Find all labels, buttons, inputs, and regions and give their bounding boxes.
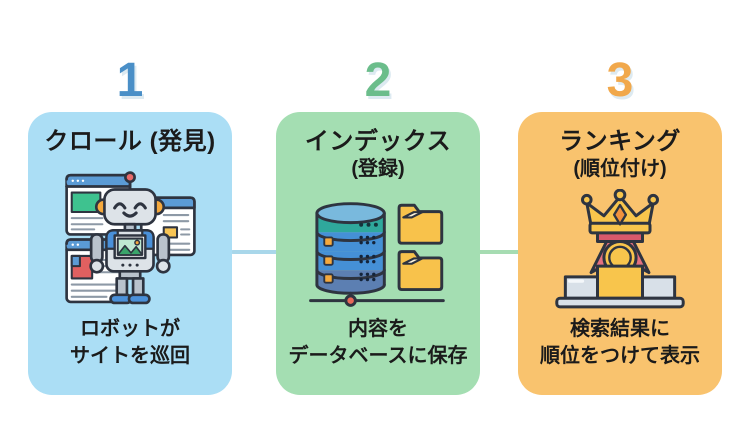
database-icon bbox=[309, 202, 445, 307]
card-index-title: インデックス bbox=[304, 128, 452, 155]
step-number-2: 2 bbox=[364, 54, 392, 107]
card-index-desc-line1: 内容を bbox=[348, 317, 408, 340]
card-crawl-icon-area bbox=[34, 157, 226, 316]
card-index: インデックス (登録) bbox=[276, 112, 480, 395]
card-ranking: ランキング (順位付け) bbox=[518, 112, 722, 395]
card-index-icon-area bbox=[282, 182, 474, 316]
card-index-desc-line2: データベースに保存 bbox=[288, 345, 468, 368]
card-ranking-title: ランキング bbox=[559, 128, 681, 155]
crown-podium-icon bbox=[555, 188, 685, 309]
card-index-description: 内容を データベースに保存 bbox=[289, 316, 468, 371]
step-number-3: 3 bbox=[606, 54, 634, 107]
connector-index-to-ranking bbox=[478, 250, 522, 254]
connector-crawl-to-index bbox=[231, 250, 279, 254]
card-ranking-icon-area bbox=[524, 182, 716, 316]
card-crawl: クロール (発見) bbox=[28, 112, 232, 395]
card-ranking-description: 検索結果に 順位をつけて表示 bbox=[540, 316, 700, 371]
card-ranking-desc-line2: 順位をつけて表示 bbox=[540, 345, 700, 368]
robot-crawler-icon bbox=[65, 171, 196, 305]
card-crawl-description: ロボットが サイトを巡回 bbox=[70, 316, 190, 371]
card-ranking-subtitle: (順位付け) bbox=[573, 157, 667, 180]
card-index-subtitle: (登録) bbox=[351, 157, 405, 180]
step-crawl: 1 クロール (発見) bbox=[28, 56, 232, 395]
step-ranking: 3 ランキング (順位付け) bbox=[518, 56, 722, 395]
card-crawl-desc-line1: ロボットが bbox=[80, 317, 180, 340]
card-crawl-desc-line2: サイトを巡回 bbox=[70, 345, 190, 368]
card-ranking-desc-line1: 検索結果に bbox=[570, 317, 670, 340]
step-index: 2 インデックス (登録) bbox=[276, 56, 480, 395]
step-number-1: 1 bbox=[116, 54, 144, 107]
card-crawl-title: クロール (発見) bbox=[44, 128, 216, 155]
